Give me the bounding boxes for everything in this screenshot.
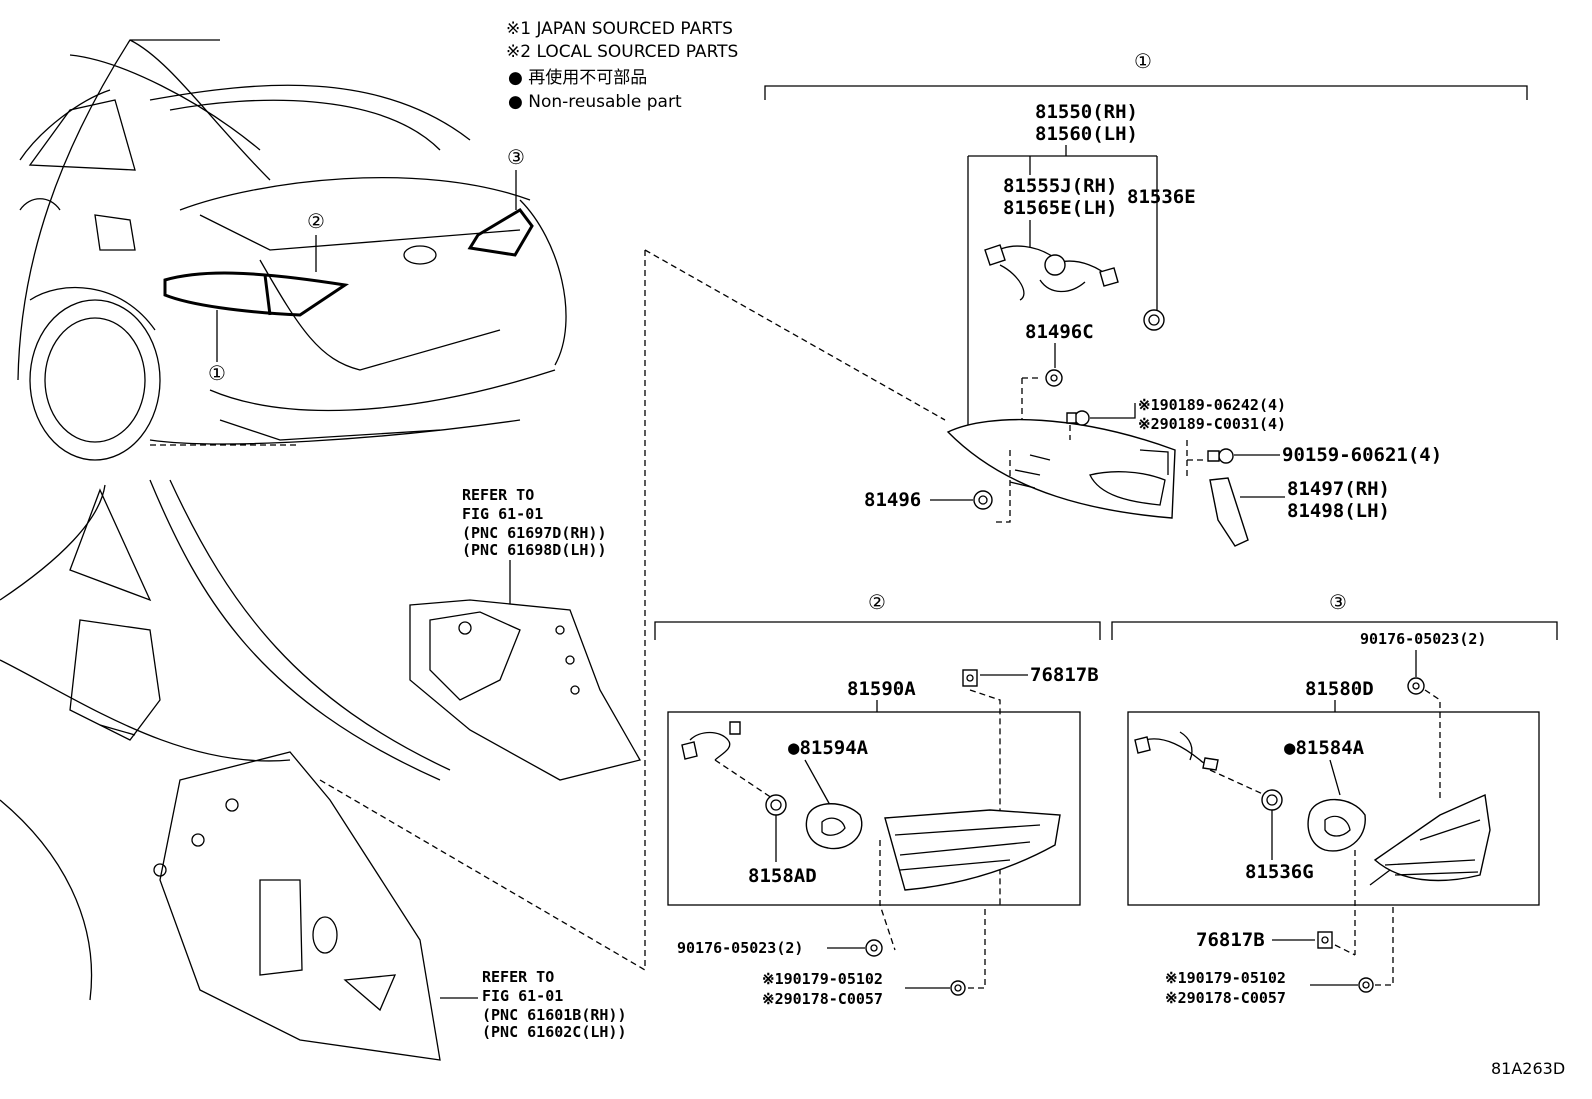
gasket-81594a-icon: [805, 803, 863, 850]
callout-3-car: ③: [507, 145, 525, 169]
part-81497-rh: 81497(RH): [1287, 478, 1390, 500]
callout-2-group: ②: [868, 590, 886, 614]
part-90176-g2: 90176-05023(2): [677, 939, 803, 957]
refer-upper-line4: (PNC 61698D(LH)): [462, 541, 607, 559]
socket-wire-assy-icon: [984, 244, 1119, 301]
legend: ※1 JAPAN SOURCED PARTS ※2 LOCAL SOURCED …: [506, 19, 738, 112]
part-90178-g2: ※290178-C0057: [762, 990, 883, 1008]
part-90176-g3: 90176-05023(2): [1360, 630, 1486, 648]
part-81594a: ●81594A: [788, 737, 869, 759]
rear-combination-lamp-icon: [946, 418, 1176, 519]
refer-lower-line3: (PNC 61601B(RH)): [482, 1006, 627, 1024]
legend-local-sourced: ※2 LOCAL SOURCED PARTS: [506, 42, 738, 62]
nut-81496c-icon: [1045, 369, 1063, 387]
callout-2-car: ②: [307, 209, 325, 233]
bulb-81536e-icon: [1143, 309, 1165, 331]
part-81580d: 81580D: [1305, 678, 1374, 700]
part-8158ad: 8158AD: [748, 865, 817, 887]
callout-3-group: ③: [1329, 590, 1347, 614]
lamp-81590a-icon: [884, 809, 1061, 891]
wire-g2-icon: [681, 721, 741, 761]
part-81498-lh: 81498(LH): [1287, 500, 1390, 522]
refer-upper-line2: FIG 61-01: [462, 505, 543, 523]
group-3: ③ 90176-05023(2) 81580D 81536G ●81584A: [1111, 590, 1558, 1007]
clip-76817b-icon: [962, 669, 978, 687]
group-3-box: [1127, 711, 1540, 906]
legend-non-reusable-en: ● Non-reusable part: [508, 92, 682, 112]
refer-lower-line1: REFER TO: [482, 968, 554, 986]
nut-81496-icon: [973, 490, 993, 510]
gasket-81584a-icon: [1307, 798, 1366, 852]
legend-japan-sourced: ※1 JAPAN SOURCED PARTS: [506, 19, 733, 39]
refer-upper-line1: REFER TO: [462, 486, 534, 504]
part-81536g: 81536G: [1245, 861, 1314, 883]
screw-90176-g3-icon: [1407, 677, 1425, 695]
refer-to-upper: REFER TO FIG 61-01 (PNC 61697D(RH)) (PNC…: [462, 486, 607, 559]
rear-lamp-right-outline: [467, 208, 534, 257]
screw-90159-icon: [1207, 448, 1234, 464]
wire-g3-icon: [1134, 731, 1219, 771]
body-panel-illustration: [0, 479, 641, 1061]
group-2-box: [667, 711, 1081, 906]
legend-non-reusable-jp: ● 再使用不可部品: [508, 67, 647, 88]
lamp-81580d-icon: [1369, 793, 1491, 886]
refer-lower-line4: (PNC 61602C(LH)): [482, 1023, 627, 1041]
part-81550-rh: 81550(RH): [1035, 101, 1138, 123]
group-1: ① 81550(RH) 81560(LH) 81555J(RH) 81565E(…: [764, 49, 1528, 547]
part-81536e: 81536E: [1127, 186, 1196, 208]
part-76817b-g2: 76817B: [1030, 664, 1099, 686]
figure-code: 81A263D: [1491, 1059, 1565, 1078]
clip-76817b-g3-icon: [1317, 931, 1333, 949]
gasket-81497-icon: [1209, 477, 1249, 547]
group-2: ② 81590A 76817B 8158AD ●81594A: [654, 590, 1101, 1008]
nut-90179-g2-icon: [950, 980, 966, 996]
refer-to-lower: REFER TO FIG 61-01 (PNC 61601B(RH)) (PNC…: [482, 968, 627, 1041]
part-90179-g3: ※190179-05102: [1165, 969, 1286, 987]
part-90179-g2: ※190179-05102: [762, 970, 883, 988]
part-90159-60621: 90159-60621(4): [1282, 444, 1442, 466]
part-90189-06242: ※190189-06242(4): [1138, 396, 1286, 414]
screw-90176-g2-icon: [865, 939, 883, 957]
part-81496c: 81496C: [1025, 321, 1094, 343]
part-90178-g3: ※290178-C0057: [1165, 989, 1286, 1007]
part-81565e-lh: 81565E(LH): [1003, 197, 1117, 219]
car-rear-illustration: [17, 39, 567, 461]
part-81590a: 81590A: [847, 678, 916, 700]
refer-upper-line3: (PNC 61697D(RH)): [462, 524, 607, 542]
callout-1-group: ①: [1134, 49, 1152, 73]
nut-90179-g3-icon: [1358, 977, 1374, 993]
refer-lower-line2: FIG 61-01: [482, 987, 563, 1005]
callout-1-car: ①: [208, 361, 226, 385]
part-81496: 81496: [864, 489, 921, 511]
socket-8158ad-icon: [765, 794, 787, 816]
socket-81536g-icon: [1261, 789, 1283, 811]
part-81555j-rh: 81555J(RH): [1003, 175, 1117, 197]
part-81584a: ●81584A: [1284, 737, 1365, 759]
rear-combination-lamp-outline: [163, 271, 350, 317]
part-76817b-g3: 76817B: [1196, 929, 1265, 951]
screw-90189-icon: [1066, 410, 1090, 426]
part-81560-lh: 81560(LH): [1035, 123, 1138, 145]
part-90189-c0031: ※290189-C0031(4): [1138, 415, 1286, 433]
